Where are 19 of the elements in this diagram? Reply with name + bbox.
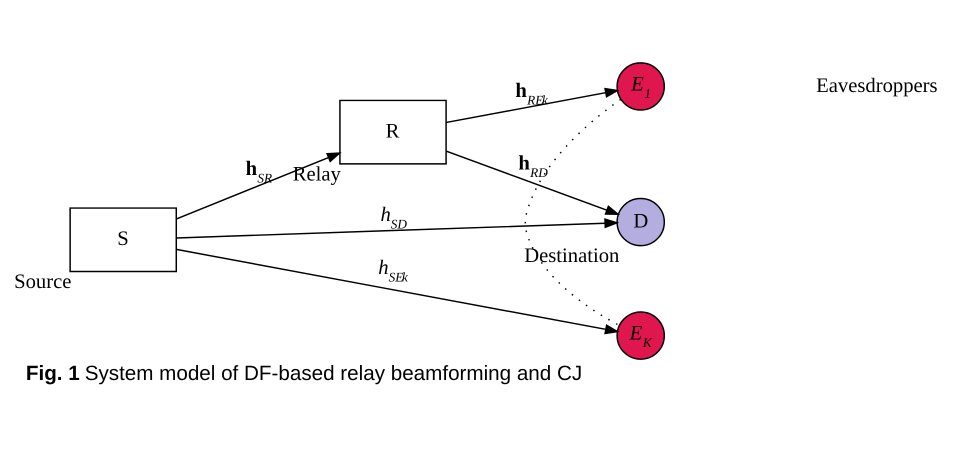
arrow [176,218,620,238]
node-label: Source [14,270,72,292]
edge-label: h$_{SR}$ [246,158,272,186]
caption: Fig. 1 System model of DF-based relay beamforming and CJ [26,362,582,385]
connector [524,98,622,326]
node-circle: E$_{K}$ [616,310,666,360]
arrow [176,152,342,219]
label: Eavesdroppers [816,74,938,96]
node-box: S [69,206,178,272]
node-circle: E$_{1}$ [616,62,666,110]
node-label: Destination [524,244,620,267]
arrow [446,87,620,123]
arrow [446,150,620,215]
arrow [176,248,620,334]
node-circle: D [616,197,666,246]
node-label: Relay [292,162,341,185]
node-box: R [339,99,447,164]
edge-label: h$_{SD}$ [380,203,408,231]
edge-label: h$_{RD}$ [518,152,548,180]
